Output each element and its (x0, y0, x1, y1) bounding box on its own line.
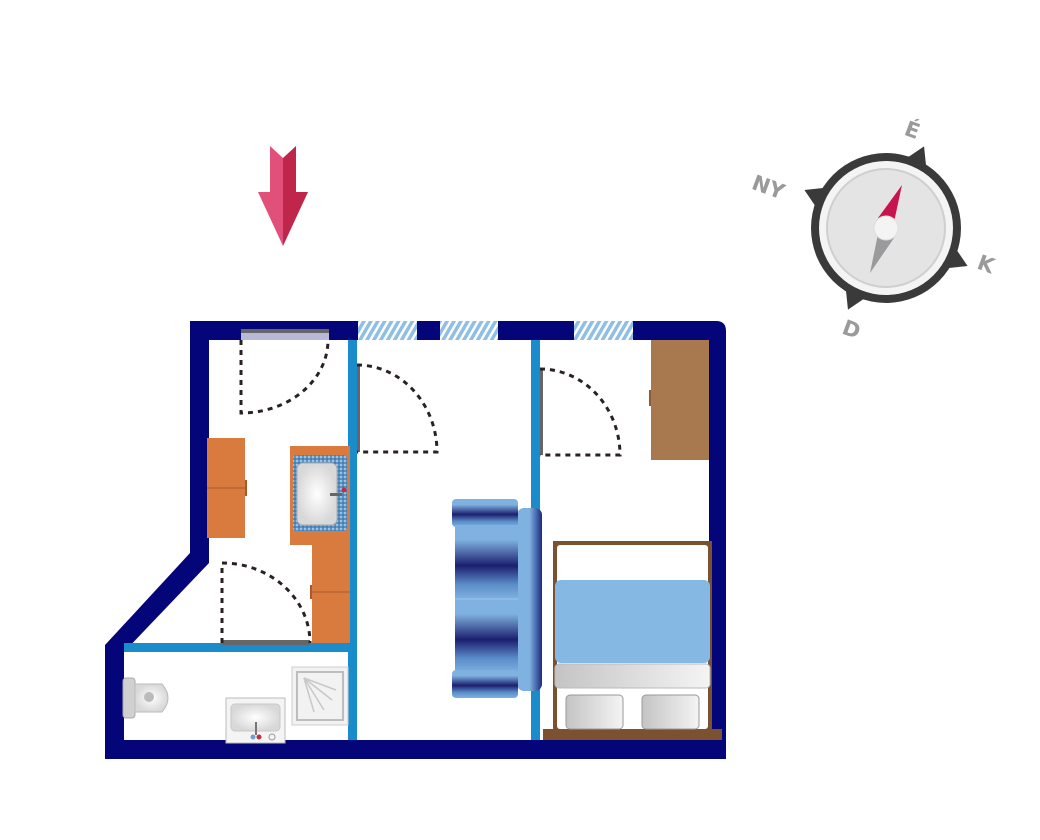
compass-needle-south (870, 234, 894, 273)
hall-cabinet (207, 438, 247, 538)
compass-label-north: É (901, 116, 923, 144)
window (574, 321, 633, 340)
pillow (565, 694, 624, 730)
compass-icon (804, 146, 968, 310)
window (440, 321, 498, 340)
compass-needle-north (878, 185, 902, 222)
bathroom-sink-icon (225, 697, 286, 744)
bedroom-door[interactable] (539, 367, 622, 457)
wardrobe (649, 340, 709, 460)
kitchen-counter (290, 446, 350, 643)
compass-label-east: K (974, 250, 998, 278)
blanket (555, 580, 710, 663)
compass-label-south: D (839, 315, 864, 344)
bed (543, 541, 722, 740)
entrance-door[interactable] (239, 329, 330, 415)
shower-icon (291, 666, 349, 726)
living-room-door[interactable] (356, 363, 439, 454)
window (358, 321, 417, 340)
compass-label-west: NY (749, 170, 789, 204)
pillow (641, 694, 700, 730)
sofa (452, 499, 542, 698)
toilet-icon (122, 677, 169, 719)
entrance-arrow-icon (258, 146, 308, 246)
bathroom-door[interactable] (220, 561, 312, 645)
